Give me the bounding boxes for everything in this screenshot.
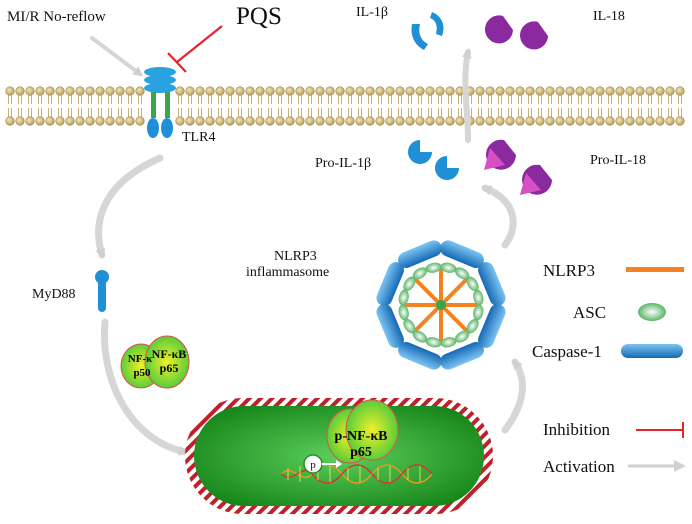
arrow-myd88-to-nfkb — [100, 318, 189, 456]
nfkb-complex: NF-κ p50 NF-κB p65 — [120, 335, 190, 389]
asc-oval — [440, 337, 457, 348]
stimulus-label: MI/R No-reflow — [7, 9, 106, 25]
myd88-protein — [95, 270, 109, 312]
asc-oval — [440, 262, 457, 273]
cell-membrane — [5, 86, 685, 126]
p-nfkb-label: p-NF-κB — [335, 429, 388, 444]
nlrp3-inflammasome — [376, 240, 506, 370]
legend-activation-label: Activation — [543, 457, 615, 476]
asc-oval — [425, 262, 442, 273]
nlrp3-inflammasome-label-line2: inflammasome — [246, 265, 330, 280]
il1b-molecules — [411, 12, 444, 50]
pro-il1b-molecules — [408, 140, 459, 180]
nucleus: p-NF-κB p65 p — [185, 398, 493, 514]
legend-nlrp3-swatch — [626, 267, 684, 272]
legend-inhibition-symbol — [636, 422, 684, 438]
caspase1-segment — [398, 240, 442, 268]
nlrp3-inflammasome-label-line1: NLRP3 — [274, 249, 317, 264]
legend — [621, 267, 686, 472]
arrow-nucleus-to-inflammasome — [501, 358, 526, 434]
asc-oval — [398, 304, 409, 321]
caspase1-segment — [478, 262, 506, 306]
nfkb-p65-sublabel: p65 — [160, 361, 179, 375]
asc-oval — [473, 289, 484, 306]
caspase1-segment — [376, 262, 404, 306]
asc-oval — [398, 289, 409, 306]
legend-asc-swatch — [638, 303, 666, 321]
caspase1-segment — [478, 304, 506, 348]
il1b-label: IL-1β — [356, 5, 388, 20]
nfkb-p65-label: NF-κB — [152, 347, 187, 361]
asc-oval — [473, 304, 484, 321]
il18-molecules — [485, 15, 548, 50]
nlrp3-spoke — [411, 275, 443, 307]
nlrp3-spoke — [439, 303, 471, 335]
pqs-inhibition — [167, 25, 223, 73]
arrow-inflammasome-to-proil — [481, 184, 517, 249]
caspase1-segment — [440, 240, 484, 268]
nfkb-p50-sublabel: p50 — [133, 367, 151, 379]
legend-caspase1-swatch — [621, 344, 683, 358]
legend-activation-symbol — [628, 460, 686, 472]
nfkb-p50-label: NF-κ — [128, 353, 153, 365]
pro-il18-molecules — [484, 139, 552, 195]
asc-oval — [403, 318, 416, 334]
p-nfkb-sublabel: p65 — [350, 445, 372, 460]
tlr4-receptor — [144, 67, 176, 138]
asc-oval — [454, 330, 470, 343]
caspase1-segment — [398, 342, 442, 370]
legend-caspase1-label: Caspase-1 — [532, 342, 602, 361]
legend-inhibition-label: Inhibition — [543, 420, 611, 439]
inflammasome-core — [436, 300, 446, 310]
asc-oval — [412, 330, 428, 343]
phosphate-label: p — [310, 459, 316, 471]
arrow-tlr4-to-myd88 — [95, 154, 164, 259]
pro-il1b-label: Pro-IL-1β — [315, 156, 372, 171]
myd88-label: MyD88 — [32, 287, 76, 302]
pqs-label: PQS — [236, 3, 282, 30]
il18-label: IL-18 — [593, 9, 625, 24]
asc-oval — [454, 267, 470, 280]
legend-nlrp3-label: NLRP3 — [543, 261, 595, 280]
caspase1-segment — [440, 342, 484, 370]
arrow-proil-to-il — [461, 48, 472, 143]
asc-oval — [412, 267, 428, 280]
legend-asc-label: ASC — [573, 303, 607, 322]
asc-oval — [466, 276, 479, 292]
arrow-stimulus-to-tlr4 — [90, 36, 144, 77]
asc-oval — [425, 337, 442, 348]
asc-oval — [403, 276, 416, 292]
pro-il18-label: Pro-IL-18 — [590, 153, 646, 168]
nlrp3-spoke — [439, 275, 471, 307]
nfkb-p65 — [144, 335, 190, 389]
nlrp3-spoke — [411, 303, 443, 335]
tlr4-label: TLR4 — [182, 130, 216, 145]
asc-oval — [466, 318, 479, 334]
activation-arrows — [90, 36, 526, 456]
caspase1-segment — [376, 304, 404, 348]
